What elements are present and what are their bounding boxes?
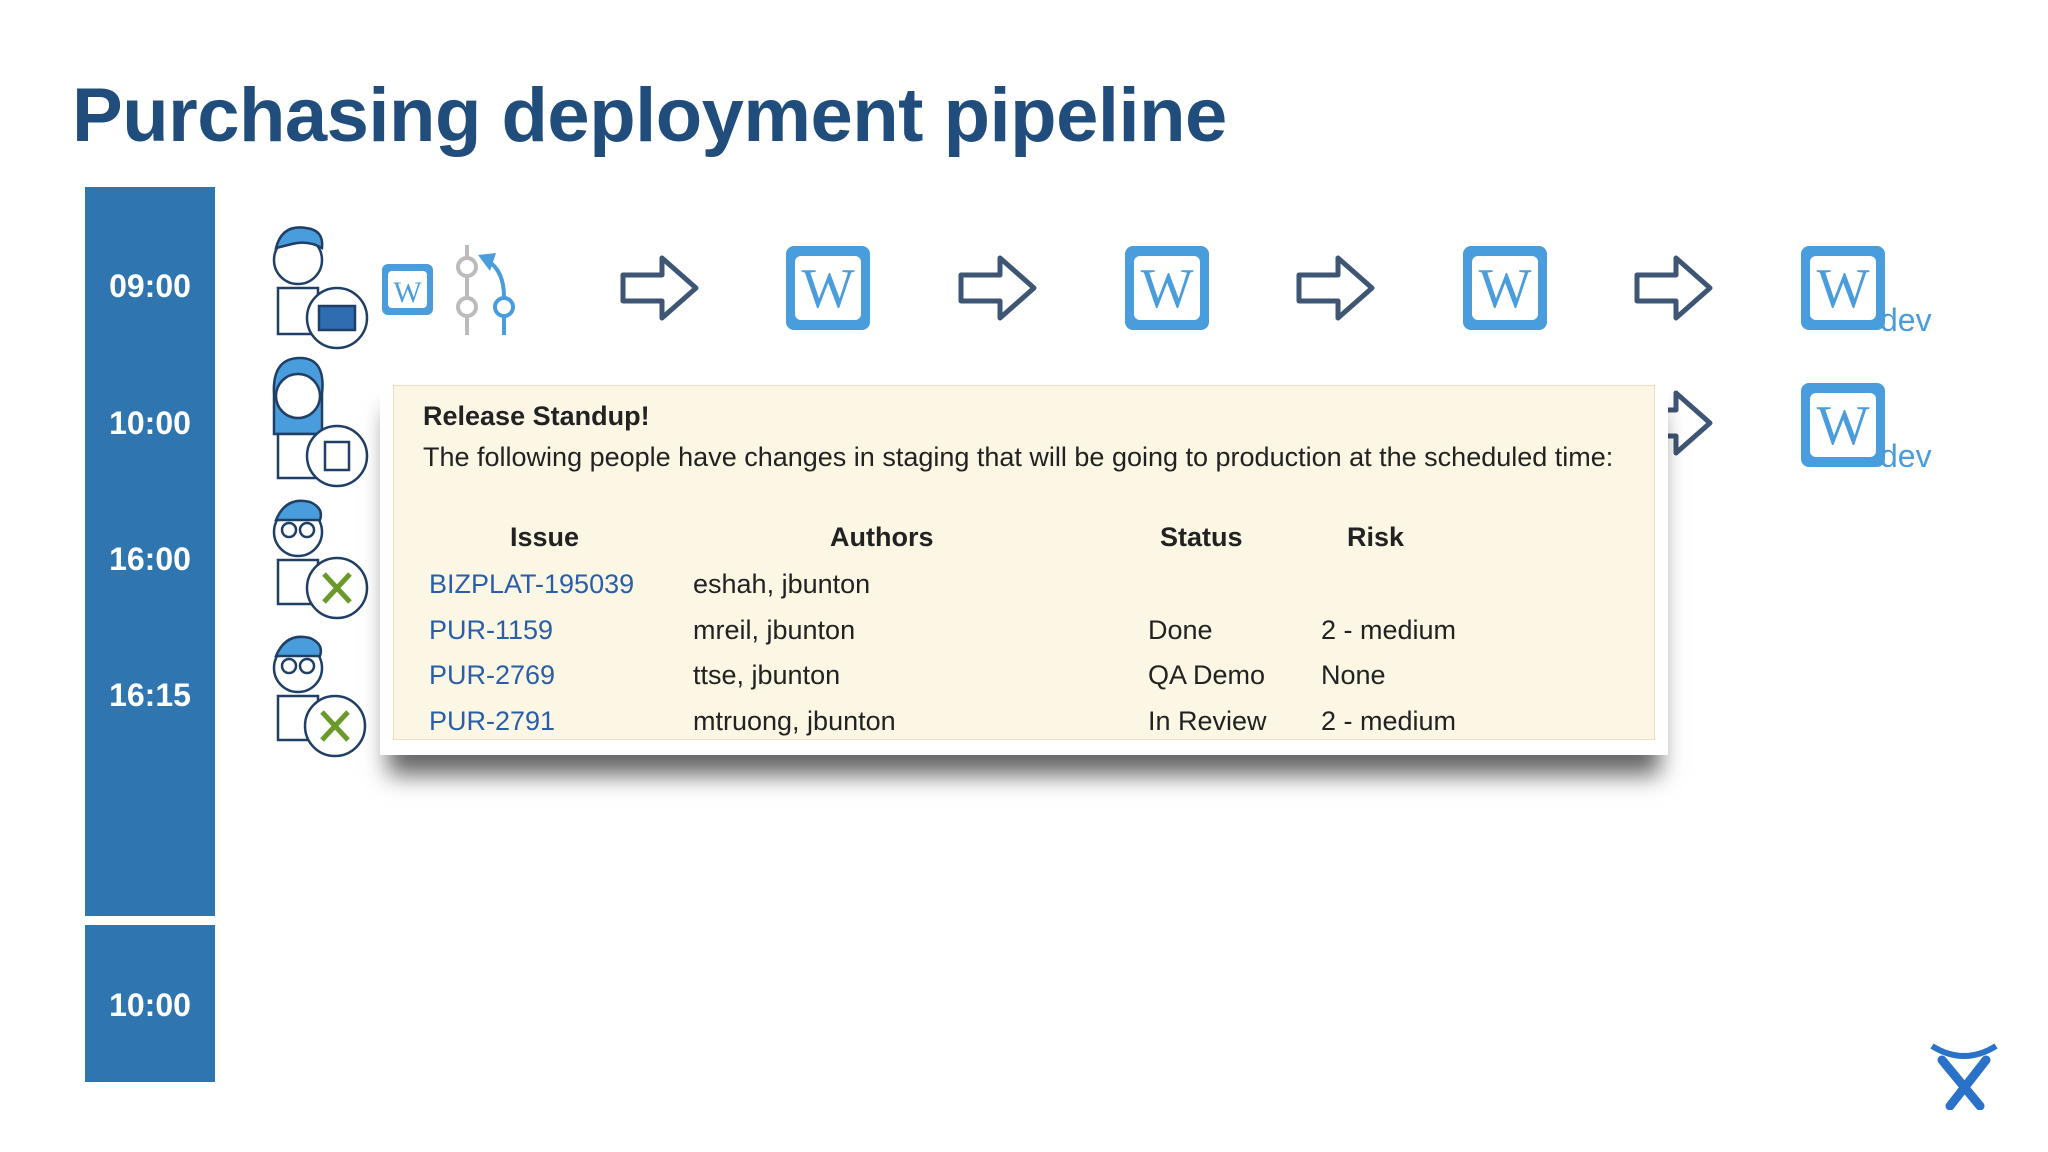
developer-report-icon bbox=[272, 356, 369, 488]
private-use-w-icon: W bbox=[1801, 383, 1885, 467]
private-use-w-icon: W bbox=[382, 264, 433, 315]
svg-text:W: W bbox=[802, 258, 855, 320]
risk-cell: None bbox=[1321, 660, 1386, 690]
time-label: 09:00 bbox=[109, 268, 191, 304]
private-use-w-icon: W bbox=[1801, 246, 1885, 330]
release-standup-notification: Release Standup! The following people ha… bbox=[380, 375, 1668, 755]
developer-tools-icon bbox=[272, 635, 367, 758]
issue-link[interactable]: PUR-2791 bbox=[429, 705, 556, 736]
time-label: 16:00 bbox=[109, 541, 191, 577]
timeline-bar-next bbox=[85, 925, 215, 1082]
page-title: Purchasing deployment pipeline bbox=[72, 73, 1227, 158]
timeline-bar bbox=[85, 187, 215, 916]
column-header-risk: Risk bbox=[1347, 522, 1405, 552]
time-label: 10:00 bbox=[109, 405, 191, 441]
people-icons bbox=[272, 226, 369, 758]
notification-title: Release Standup! bbox=[423, 401, 650, 431]
risk-cell: 2 - medium bbox=[1321, 705, 1457, 736]
status-cell: Done bbox=[1148, 614, 1213, 645]
authors-cell: mreil, jbunton bbox=[693, 614, 856, 645]
arrow-right-icon bbox=[620, 255, 699, 321]
column-header-issue: Issue bbox=[510, 522, 580, 552]
arrow-right-icon bbox=[1634, 255, 1713, 321]
notification-panel: Release Standup! The following people ha… bbox=[393, 385, 1655, 740]
issue-link[interactable]: PUR-1159 bbox=[429, 614, 554, 645]
issue-link[interactable]: PUR-2769 bbox=[429, 660, 556, 690]
env-label: dev bbox=[1880, 438, 1932, 474]
column-header-authors: Authors bbox=[830, 522, 934, 552]
authors-cell: ttse, jbunton bbox=[693, 660, 841, 690]
atlassian-logo bbox=[1930, 1043, 1998, 1110]
arrow-right-icon bbox=[1296, 255, 1375, 321]
private-use-w-icon: W bbox=[1463, 246, 1547, 330]
svg-text:W: W bbox=[1141, 258, 1194, 320]
git-branch-icon bbox=[456, 245, 515, 335]
risk-cell: 2 - medium bbox=[1321, 614, 1457, 645]
status-cell: QA Demo bbox=[1148, 660, 1266, 690]
column-header-status: Status bbox=[1160, 522, 1243, 552]
private-use-w-icon: W bbox=[786, 246, 870, 330]
svg-text:W: W bbox=[1479, 258, 1532, 320]
developer-tools-icon bbox=[272, 499, 369, 620]
svg-text:W: W bbox=[1817, 395, 1870, 457]
authors-cell: eshah, jbunton bbox=[693, 569, 871, 599]
time-label: 16:15 bbox=[109, 677, 191, 713]
env-label: dev bbox=[1880, 302, 1932, 338]
authors-cell: mtruong, jbunton bbox=[693, 705, 896, 736]
notification-message: The following people have changes in sta… bbox=[423, 442, 1614, 472]
time-label: 10:00 bbox=[109, 987, 191, 1023]
issue-link[interactable]: BIZPLAT-195039 bbox=[429, 569, 635, 599]
developer-terminal-icon bbox=[272, 226, 369, 350]
svg-text:W: W bbox=[1817, 258, 1870, 320]
status-cell: In Review bbox=[1148, 705, 1267, 736]
svg-text:W: W bbox=[393, 276, 422, 309]
arrow-right-icon bbox=[958, 255, 1037, 321]
private-use-w-icon: W bbox=[1125, 246, 1209, 330]
